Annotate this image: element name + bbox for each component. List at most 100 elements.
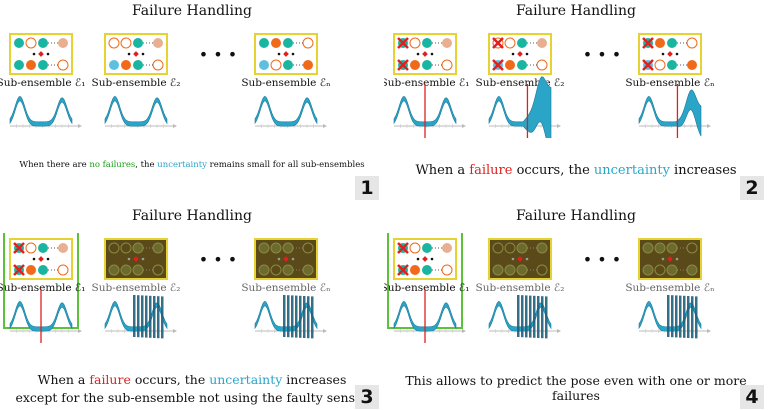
sub-ensemble-label: Sub-ensemble ℰ₁	[384, 77, 469, 89]
sensor-circle	[536, 59, 548, 71]
sensor-block	[104, 33, 168, 75]
ellipsis-dot	[127, 52, 131, 56]
ellipsis: • • •	[199, 250, 237, 269]
uncertainty-band	[393, 301, 457, 332]
sensor-circle	[442, 243, 452, 253]
panel-title: Failure Handling	[516, 208, 636, 224]
sensor-circle	[642, 242, 654, 254]
ellipsis-dot	[32, 257, 36, 261]
sensor-circle	[133, 38, 143, 48]
ellipsis-dot	[661, 52, 665, 56]
uncertainty-plot	[104, 96, 177, 128]
sensor-circle	[666, 242, 678, 254]
ellipsis: • • •	[583, 250, 621, 269]
x-axis-arrow	[557, 329, 561, 333]
sensor-circle	[152, 59, 164, 71]
sensor-circle	[26, 265, 36, 275]
uncertainty-plot	[638, 295, 711, 339]
sensor-circle	[655, 38, 665, 48]
sensor-circle	[270, 59, 282, 71]
sensor-circle	[504, 264, 516, 276]
uncertainty-stripe	[133, 295, 136, 337]
uncertainty-stripe	[307, 296, 310, 339]
ellipsis-dot	[46, 52, 50, 56]
ellipsis-dot	[525, 52, 529, 56]
sensor-block	[387, 233, 463, 329]
sensor-circle	[282, 242, 294, 254]
sensor-circle	[258, 264, 270, 276]
uncertainty-band	[104, 96, 168, 127]
panel-number: 3	[355, 385, 379, 409]
sensor-block	[488, 238, 552, 280]
uncertainty-stripe	[541, 296, 544, 339]
sensor-circle	[132, 242, 144, 254]
sub-ensemble-label: Sub-ensemble ℰ₂	[92, 282, 181, 294]
uncertainty-stripe	[161, 296, 164, 339]
sensor-circle	[38, 265, 48, 275]
failure-cross	[642, 37, 654, 49]
panel-number: 4	[740, 385, 764, 409]
x-axis-arrow	[323, 124, 327, 128]
uncertainty-stripe	[537, 296, 540, 338]
sensor-circle	[25, 37, 37, 49]
sensor-circle	[409, 37, 421, 49]
failure-marker	[667, 51, 673, 57]
sensor-circle	[259, 60, 269, 70]
sub-ensemble-label: Sub-ensemble ℰ₁	[0, 77, 85, 89]
uncertainty-stripe	[695, 296, 698, 339]
sensor-circle	[38, 60, 48, 70]
x-axis-arrow	[78, 329, 82, 333]
sensor-circle	[409, 242, 421, 254]
failure-cross	[13, 242, 25, 254]
uncertainty-stripe	[533, 295, 536, 338]
ellipsis-dot	[430, 52, 434, 56]
x-axis-arrow	[173, 329, 177, 333]
sensor-circle	[38, 38, 48, 48]
sensor-circle	[108, 242, 120, 254]
sensor-circle	[654, 264, 666, 276]
sub-ensemble-label: Sub-ensemble ℰ₂	[92, 77, 181, 89]
x-axis-arrow	[323, 329, 327, 333]
panel-title: Failure Handling	[516, 3, 636, 19]
uncertainty-stripe	[675, 295, 678, 338]
failure-cross	[397, 59, 409, 71]
sensor-circle	[259, 38, 269, 48]
uncertainty-plot	[104, 295, 177, 339]
sensor-circle	[410, 265, 420, 275]
x-axis-arrow	[462, 329, 466, 333]
ellipsis-dot	[675, 52, 679, 56]
sensor-circle	[57, 59, 69, 71]
sensor-circle	[302, 264, 314, 276]
uncertainty-plot	[638, 84, 711, 138]
x-axis-arrow	[707, 124, 711, 128]
panel-caption: This allows to predict the pose even wit…	[405, 373, 747, 403]
sensor-circle	[132, 264, 144, 276]
ellipsis-dot	[141, 52, 145, 56]
uncertainty-stripe	[153, 296, 156, 338]
sensor-circle	[686, 264, 698, 276]
uncertainty-stripe	[287, 295, 290, 338]
sensor-block	[254, 33, 318, 75]
sensor-circle	[282, 264, 294, 276]
sensor-circle	[492, 264, 504, 276]
sensor-circle	[258, 242, 270, 254]
sensor-block	[638, 33, 702, 75]
panel-number: 1	[355, 176, 379, 200]
sensor-circle	[422, 243, 432, 253]
sensor-circle	[26, 60, 36, 70]
sensor-circle	[654, 59, 666, 71]
uncertainty-stripe	[521, 295, 524, 338]
sensor-circle	[38, 243, 48, 253]
uncertainty-stripe	[679, 295, 682, 338]
sensor-circle	[133, 60, 143, 70]
uncertainty-band	[9, 301, 73, 332]
failure-cross	[397, 37, 409, 49]
uncertainty-plot	[488, 295, 561, 339]
uncertainty-stripe	[683, 295, 686, 338]
uncertainty-stripe	[295, 295, 298, 338]
failure-marker	[517, 256, 523, 262]
